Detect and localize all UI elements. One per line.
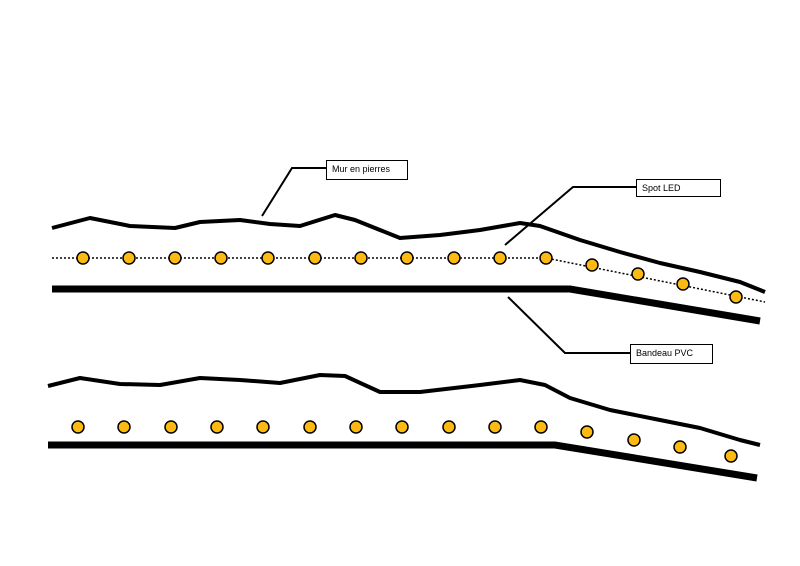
led-spot [71,420,85,434]
led-spot [493,251,507,265]
leader-spot-led [504,186,636,246]
led-spot [354,251,368,265]
led-spot [729,290,743,304]
led-spot [442,420,456,434]
led-spot [534,420,548,434]
stone-wall-line [47,373,761,447]
led-spot [631,267,645,281]
led-spot [627,433,641,447]
led-spot [303,420,317,434]
pvc-band-line [48,441,758,482]
stone-wall-line [51,213,766,294]
led-spot [168,251,182,265]
led-spot [164,420,178,434]
leader-bandeau-pvc [507,296,630,354]
led-spot [261,251,275,265]
led-spot [488,420,502,434]
led-spot [447,251,461,265]
led-spot [585,258,599,272]
led-spot [580,425,594,439]
led-spot [724,449,738,463]
led-spot [395,420,409,434]
led-spot [210,420,224,434]
pvc-band-line [52,285,761,325]
led-spot [673,440,687,454]
led-spot [122,251,136,265]
led-spot [676,277,690,291]
led-spot [117,420,131,434]
led-spot [76,251,90,265]
led-wire-dotted-line [52,257,766,303]
led-spot [539,251,553,265]
label-spot-led: Spot LED [636,179,721,197]
led-spot [400,251,414,265]
led-spot [308,251,322,265]
led-spot [349,420,363,434]
label-wall: Mur en pierres [326,160,408,180]
led-spot [214,251,228,265]
led-spot [256,420,270,434]
label-bandeau-pvc: Bandeau PVC [630,344,713,364]
leader-wall [261,167,326,217]
